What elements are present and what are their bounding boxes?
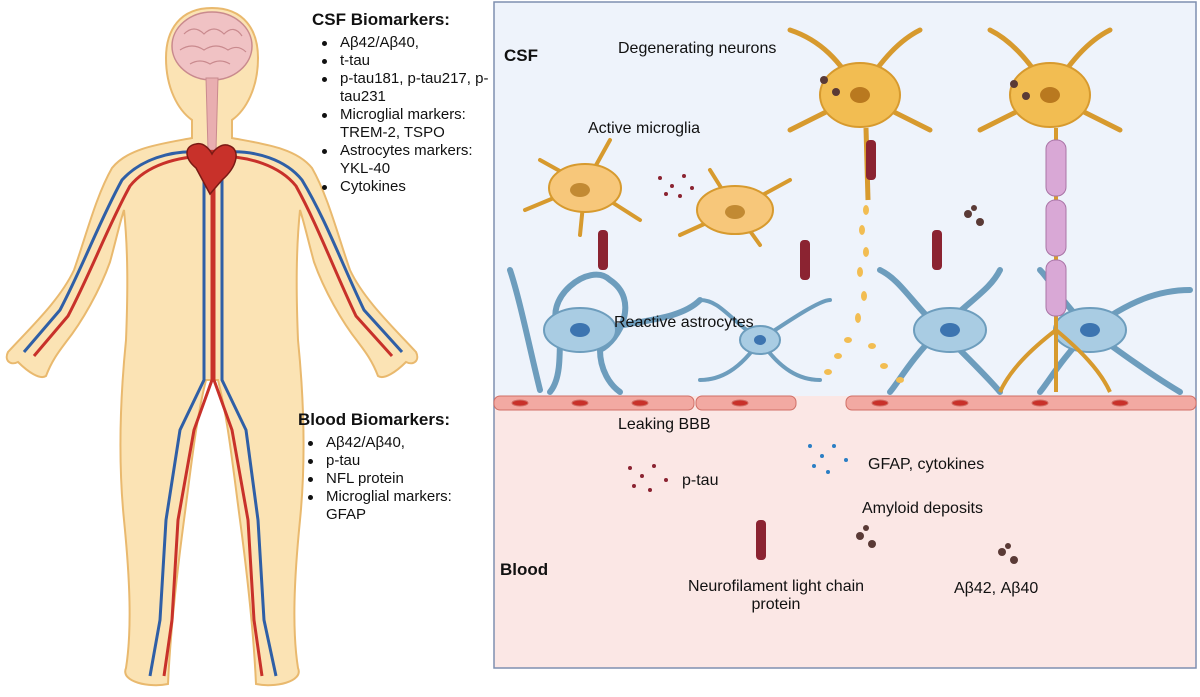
microglia-cells	[523, 138, 792, 247]
reactive-astrocytes-label: Reactive astrocytes	[614, 314, 754, 331]
panel-border	[493, 1, 1197, 669]
list-item: p-tau181, p-tau217, p-tau231	[318, 70, 494, 106]
axon-fragments	[824, 205, 904, 383]
list-item: p-tau	[304, 452, 480, 470]
csf-biomarker-list: Aβ42/Aβ40, t-tau p-tau181, p-tau217, p-t…	[318, 34, 494, 196]
brain-folds	[179, 28, 247, 65]
list-item: Aβ42/Aβ40,	[318, 34, 494, 52]
heart-icon	[186, 142, 237, 196]
gfap-particles	[808, 444, 848, 474]
list-item: Aβ42/Aβ40,	[304, 434, 480, 452]
gfap-cytokines-label: GFAP, cytokines	[868, 456, 985, 473]
leaking-bbb-label: Leaking BBB	[618, 416, 711, 433]
spinal-cord	[205, 77, 219, 151]
neurofilament-label: Neurofilament light chain protein	[687, 578, 865, 613]
blood-biomarkers-title: Blood Biomarkers:	[298, 410, 451, 429]
blood-label: Blood	[500, 560, 549, 579]
endothelial-layer	[493, 395, 1197, 411]
human-body-illustration	[5, 6, 419, 687]
list-item: NFL protein	[304, 470, 480, 488]
blood-region	[494, 396, 1196, 668]
ptau-label: p-tau	[682, 472, 719, 489]
ptau-particles	[628, 464, 668, 492]
csf-biomarkers-title: CSF Biomarkers:	[312, 10, 450, 29]
csf-label: CSF	[504, 46, 538, 65]
blood-biomarker-list: Aβ42/Aβ40, p-tau NFL protein Microglial …	[304, 434, 480, 524]
csf-blood-panel	[493, 1, 1197, 669]
degenerating-neurons-label: Degenerating neurons	[618, 40, 777, 57]
cytokine-particles-csf	[658, 174, 694, 198]
amyloid-plaque-icons	[820, 76, 1030, 564]
amyloid-deposits-label: Amyloid deposits	[862, 500, 983, 517]
list-item: Microglial markers: TREM-2, TSPO	[318, 106, 494, 142]
list-item: Cytokines	[318, 178, 494, 196]
active-microglia-label: Active microglia	[588, 120, 701, 137]
neurofilament-icons	[598, 140, 942, 560]
list-item: t-tau	[318, 52, 494, 70]
myelin-sheath	[1045, 139, 1067, 317]
veins	[22, 150, 404, 677]
list-item: Microglial markers: GFAP	[304, 488, 480, 524]
list-item: Astrocytes markers: YKL-40	[318, 142, 494, 178]
arteries	[32, 150, 394, 677]
abeta-label: Aβ42, Aβ40	[954, 580, 1039, 597]
